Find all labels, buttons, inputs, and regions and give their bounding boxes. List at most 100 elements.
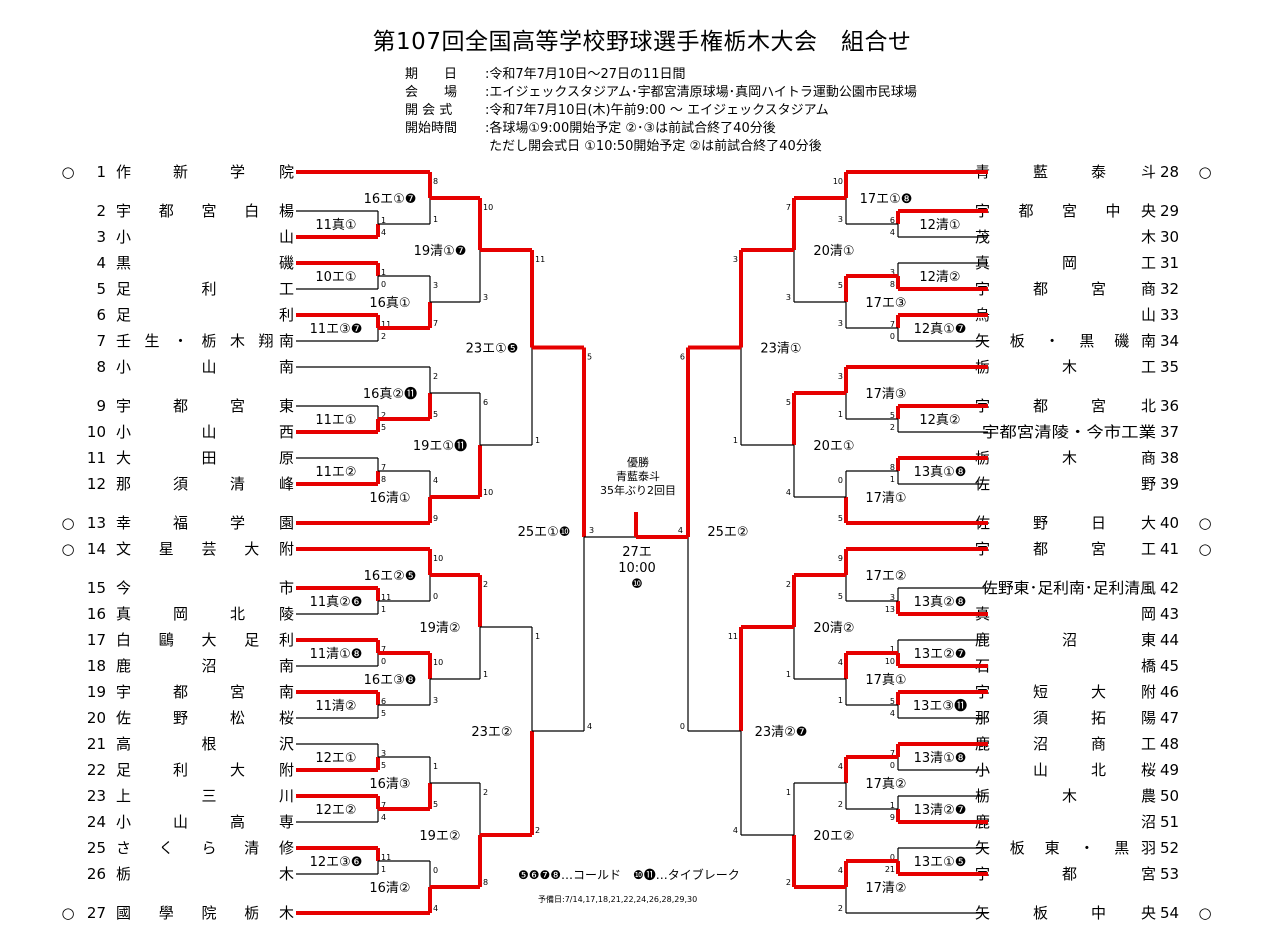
team-number: 45 xyxy=(1160,657,1179,675)
match-label: 23清① xyxy=(760,342,801,357)
info-label: 会 場 xyxy=(405,85,458,100)
team-name: 作新学院 xyxy=(116,163,294,181)
seed-mark: ○ xyxy=(61,163,74,181)
match-score: 1 xyxy=(381,216,386,225)
match-score: 3 xyxy=(733,255,738,264)
team-name: 宇都宮 xyxy=(975,865,1156,883)
champion-title: 優勝 xyxy=(627,455,649,469)
match-score: 7 xyxy=(433,319,438,328)
match-score: 4 xyxy=(381,228,386,237)
match-score: 4 xyxy=(381,813,386,822)
team-name: 宇都宮東 xyxy=(116,397,294,415)
match-score: 2 xyxy=(483,788,488,797)
match-score: 3 xyxy=(890,593,895,602)
team-name: 小山高専 xyxy=(116,813,294,831)
match-label: 11清② xyxy=(315,699,356,714)
team-name: 足利工 xyxy=(116,280,294,298)
team-name: 幸福学園 xyxy=(116,514,294,532)
match-score: 6 xyxy=(680,353,685,362)
match-label: 12真①❼ xyxy=(914,322,967,337)
team-number: 20 xyxy=(87,709,106,727)
match-label: 20エ② xyxy=(813,829,854,844)
final-label: 27エ xyxy=(622,545,652,560)
match-score: 5 xyxy=(890,411,895,420)
match-score: 6 xyxy=(890,216,895,225)
team-number: 10 xyxy=(87,423,106,441)
team-number: 50 xyxy=(1160,787,1179,805)
match-label: 16エ①❼ xyxy=(364,192,417,207)
team-number: 44 xyxy=(1160,631,1179,649)
seed-mark: ○ xyxy=(1198,514,1211,532)
team-name: 矢板中央 xyxy=(975,904,1156,922)
match-score: 5 xyxy=(433,800,438,809)
match-score: 5 xyxy=(587,353,592,362)
match-score: 6 xyxy=(381,697,386,706)
team-number: 33 xyxy=(1160,306,1179,324)
team-number: 35 xyxy=(1160,358,1179,376)
match-score: 4 xyxy=(587,722,592,731)
info-schedule: 期 日:令和7年7月10日～27日の11日間 xyxy=(405,66,686,84)
match-label: 19清①❼ xyxy=(414,244,467,259)
match-label: 13真①❽ xyxy=(914,465,967,480)
seed-mark: ○ xyxy=(1198,904,1211,922)
info-value: :令和7年7月10日～27日の11日間 xyxy=(485,67,686,82)
match-score: 4 xyxy=(890,709,895,718)
match-score: 1 xyxy=(890,801,895,810)
match-score: 11 xyxy=(728,632,738,641)
team-name: 鹿沼東 xyxy=(975,631,1156,649)
match-label: 17エ② xyxy=(865,569,906,584)
match-score: 1 xyxy=(433,215,438,224)
match-score: 9 xyxy=(838,554,843,563)
match-score: 1 xyxy=(786,670,791,679)
team-name: 佐野日大 xyxy=(975,514,1156,532)
match-score: 8 xyxy=(483,878,488,887)
team-name: 鹿沼南 xyxy=(116,657,294,675)
team-name: 宇都宮商 xyxy=(975,280,1156,298)
match-score: 11 xyxy=(381,320,391,329)
match-label: 17エ③ xyxy=(865,296,906,311)
seed-mark: ○ xyxy=(1198,163,1211,181)
match-score: 4 xyxy=(433,476,438,485)
match-score: 4 xyxy=(838,658,843,667)
team-name: 大田原 xyxy=(116,449,294,467)
match-score: 1 xyxy=(535,436,540,445)
match-label: 11エ③❼ xyxy=(310,322,363,337)
match-label: 17清① xyxy=(865,491,906,506)
match-score: 4 xyxy=(786,488,791,497)
team-number: 26 xyxy=(87,865,106,883)
team-number: 53 xyxy=(1160,865,1179,883)
team-name: 小山北桜 xyxy=(975,761,1156,779)
match-score: 3 xyxy=(838,215,843,224)
team-name: 石橋 xyxy=(975,657,1156,675)
match-label: 16清② xyxy=(369,881,410,896)
team-number: 47 xyxy=(1160,709,1179,727)
seed-mark: ○ xyxy=(61,904,74,922)
team-name: 鹿沼 xyxy=(975,813,1156,831)
team-name: 足利大附 xyxy=(116,761,294,779)
match-score: 8 xyxy=(381,475,386,484)
team-name: 宇短大附 xyxy=(975,683,1156,701)
match-label: 12エ② xyxy=(315,803,356,818)
match-label: 10エ① xyxy=(315,270,356,285)
match-score: 2 xyxy=(483,580,488,589)
team-number: 37 xyxy=(1160,423,1179,441)
team-number: 1 xyxy=(96,163,106,181)
team-name: 真岡工 xyxy=(975,254,1156,272)
match-score: 11 xyxy=(535,255,545,264)
info-value: ただし開会式日 ①10:50開始予定 ②は前試合終了40分後 xyxy=(485,139,822,154)
team-name: 那須清峰 xyxy=(116,475,294,493)
team-number: 41 xyxy=(1160,540,1179,558)
match-score: 1 xyxy=(535,632,540,641)
match-label: 19エ② xyxy=(419,829,460,844)
match-score: 10 xyxy=(483,203,493,212)
match-label: 23エ② xyxy=(471,725,512,740)
team-name: 宇都宮清陵・今市工業 xyxy=(982,423,1156,441)
match-label: 13エ②❼ xyxy=(914,647,967,662)
match-score: 4 xyxy=(838,762,843,771)
info-start-note: ただし開会式日 ①10:50開始予定 ②は前試合終了40分後 xyxy=(405,138,822,156)
match-score: 7 xyxy=(381,801,386,810)
team-name: 小山 xyxy=(116,228,294,246)
match-score: 5 xyxy=(786,398,791,407)
team-name: 壬生・栃木翔南 xyxy=(116,332,294,350)
team-number: 30 xyxy=(1160,228,1179,246)
